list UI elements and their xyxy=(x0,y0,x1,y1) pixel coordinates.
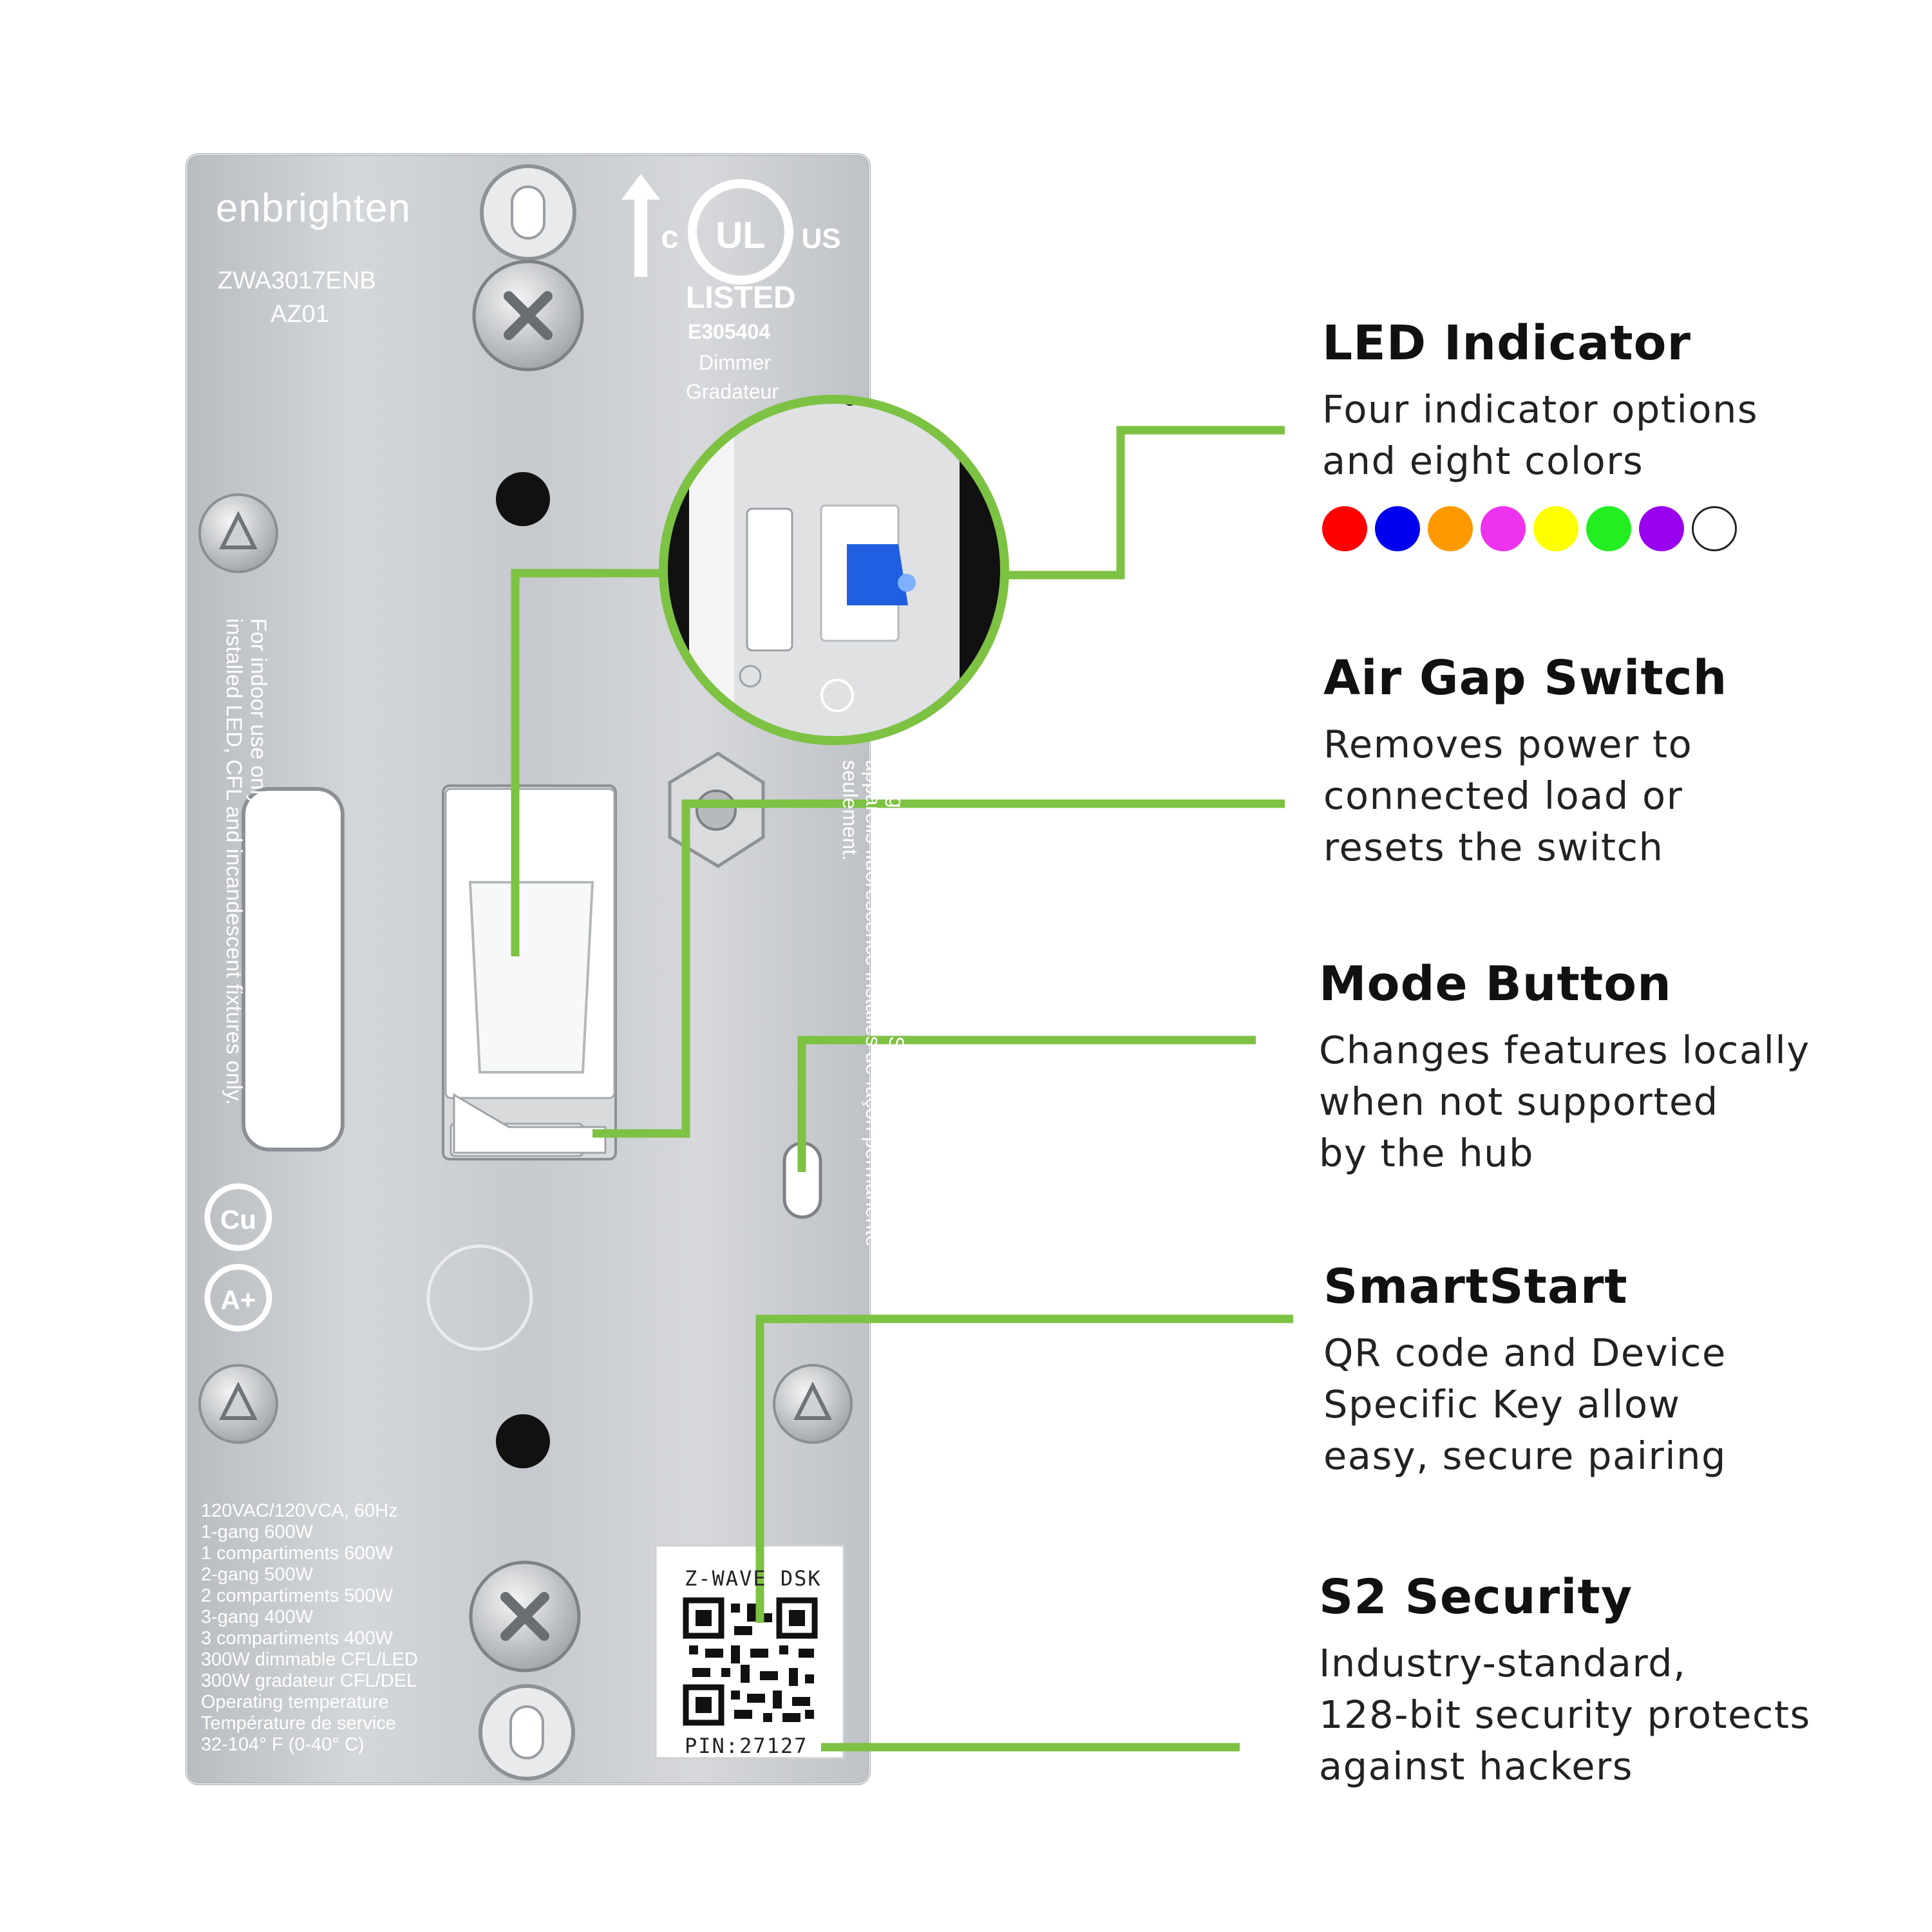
callout-smartstart xyxy=(755,1314,1293,1623)
feature-air-gap-switch: Air Gap Switch Removes power to connecte… xyxy=(1323,650,1727,873)
callout-mode xyxy=(797,1036,1256,1172)
brand-logo: enbrighten xyxy=(216,186,412,231)
plate-screw-right-bottom xyxy=(773,1364,853,1444)
toggle-paddle xyxy=(468,881,594,1074)
feature-led-indicator: LED Indicator Four indicator options and… xyxy=(1322,316,1758,551)
model-number: ZWA3017ENB xyxy=(218,267,376,294)
tap-button xyxy=(242,787,345,1151)
led-color-magenta xyxy=(1481,506,1526,551)
feature-mode-button: Mode Button Changes features locally whe… xyxy=(1319,956,1810,1179)
led-color-blue xyxy=(1375,506,1420,551)
feature-s2-security: S2 Security Industry-standard, 128-bit s… xyxy=(1319,1569,1811,1792)
qr-code xyxy=(683,1597,818,1726)
rating-line: Température de service xyxy=(201,1713,397,1734)
dsk-label: Z-WAVE DSK xyxy=(685,1566,822,1591)
rating-line: 3-gang 400W xyxy=(201,1607,314,1627)
rating-line: Operating temperature xyxy=(201,1692,389,1712)
dsk-pin: PIN:27127 xyxy=(685,1734,808,1758)
rating-line: 2-gang 500W xyxy=(201,1564,314,1585)
rating-line: 300W dimmable CFL/LED xyxy=(201,1649,418,1670)
rating-line: 120VAC/120VCA, 60Hz xyxy=(201,1501,398,1521)
callout-airgap-2 xyxy=(592,799,1285,1138)
rating-line: 1-gang 600W xyxy=(201,1522,314,1542)
callout-lines xyxy=(511,426,1293,1752)
feature-description: Changes features locally when not suppor… xyxy=(1319,1028,1810,1175)
cert-listed: LISTED xyxy=(686,281,796,315)
led-color-purple xyxy=(1639,506,1684,551)
feature-description: QR code and Device Specific Key allow ea… xyxy=(1323,1331,1727,1478)
led-color-white xyxy=(1692,506,1737,551)
svg-text:Cu: Cu xyxy=(220,1204,256,1235)
svg-text:UL: UL xyxy=(715,214,765,256)
feature-description: Industry-standard, 128-bit security prot… xyxy=(1319,1641,1811,1788)
feature-description: Four indicator options and eight colors xyxy=(1322,387,1759,483)
svg-text:US: US xyxy=(801,223,840,254)
callout-airgap xyxy=(511,569,667,956)
indoor-note: For indoor use only. For control of perm… xyxy=(222,618,270,1105)
led-indicator-icon xyxy=(847,544,908,605)
rating-line: 300W gradateur CFL/DEL xyxy=(201,1671,417,1691)
cert-type-en: Dimmer xyxy=(699,351,771,374)
led-color-orange xyxy=(1428,506,1473,551)
led-color-swatches xyxy=(1322,506,1758,551)
rating-line: 32-104° F (0-40° C) xyxy=(201,1734,365,1755)
led-color-red xyxy=(1322,506,1367,551)
plate-screw-left-bottom xyxy=(198,1364,278,1444)
cert-type-fr: Gradateur xyxy=(686,380,779,403)
rating-line: 3 compartiments 400W xyxy=(201,1628,393,1649)
feature-smartstart: SmartStart QR code and Device Specific K… xyxy=(1323,1259,1727,1482)
feature-description: Removes power to connected load or reset… xyxy=(1323,722,1693,869)
ul-listed-logo: UL c US xyxy=(621,174,841,285)
rating-line: 1 compartiments 600W xyxy=(201,1543,393,1564)
svg-text:c: c xyxy=(661,219,679,255)
feature-title: S2 Security xyxy=(1319,1569,1633,1625)
feature-title: LED Indicator xyxy=(1322,316,1691,371)
feature-title: Air Gap Switch xyxy=(1323,650,1728,706)
model-revision: AZ01 xyxy=(270,301,329,328)
svg-text:A+: A+ xyxy=(221,1285,256,1315)
rating-line: 2 compartiments 500W xyxy=(201,1586,393,1606)
feature-title: Mode Button xyxy=(1319,956,1672,1012)
french-note: Usage intérieure uniquement. Sert à comm… xyxy=(838,760,908,1247)
led-color-yellow xyxy=(1533,506,1578,551)
ratings-block: 120VAC/120VCA, 60Hz 1-gang 600W 1 compar… xyxy=(201,1501,418,1756)
cert-number: E305404 xyxy=(688,320,771,343)
callout-led xyxy=(1005,426,1285,580)
feature-title: SmartStart xyxy=(1323,1259,1628,1314)
plate-screw-left-top xyxy=(198,493,278,573)
led-color-green xyxy=(1586,506,1631,551)
